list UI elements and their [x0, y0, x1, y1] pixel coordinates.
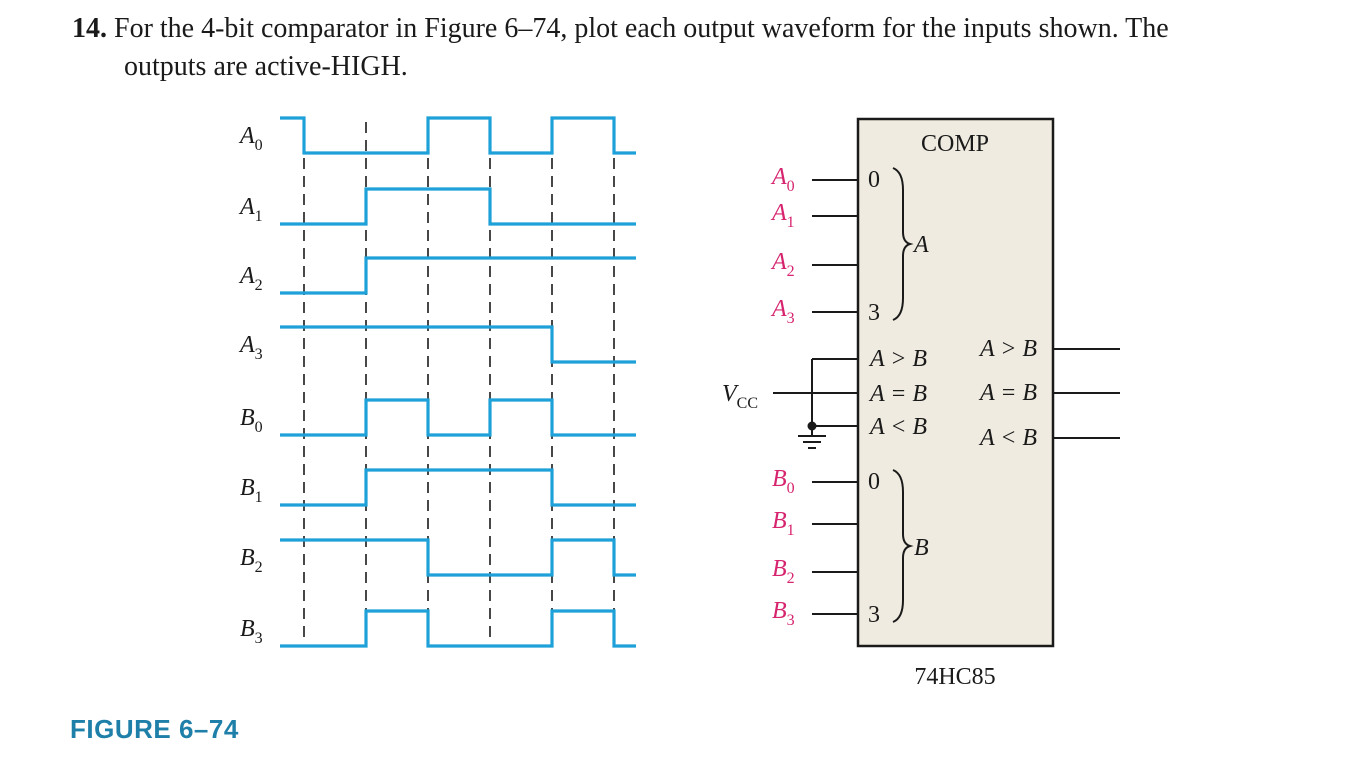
waveform-a3	[280, 325, 636, 364]
input-label-a1: A1	[770, 200, 795, 231]
problem-statement: 14. For the 4-bit comparator in Figure 6…	[72, 10, 1312, 86]
waveform-a2	[280, 256, 636, 295]
waveform-label-b3: B3	[240, 616, 263, 647]
a-group-label: A	[912, 232, 929, 258]
cascade-input-gt: A > B	[868, 346, 927, 372]
input-label-b0: B0	[772, 466, 795, 497]
input-label-a3: A3	[770, 296, 795, 327]
junction-dot	[807, 421, 817, 431]
figure-caption: FIGURE 6–74	[70, 714, 239, 744]
waveform-label-b1: B1	[240, 475, 263, 506]
comparator-chip-body	[856, 117, 1055, 648]
vcc-label: VCC	[722, 381, 758, 412]
a-group-brace	[892, 167, 914, 321]
waveform-label-a3: A3	[238, 332, 263, 363]
waveform-a1	[280, 187, 636, 226]
cascade-input-eq: A = B	[868, 381, 927, 407]
problem-text-line1: For the 4-bit comparator in Figure 6–74,…	[114, 13, 1169, 44]
chip-part-number: 74HC85	[914, 664, 995, 690]
b-group-label: B	[914, 535, 929, 561]
b-group-brace	[892, 469, 914, 623]
waveform-label-a0: A0	[238, 123, 263, 154]
cascade-input-lt: A < B	[868, 414, 927, 440]
output-label-eq: A = B	[978, 380, 1037, 406]
waveform-b2	[280, 538, 636, 577]
b-bit-low-label: 0	[868, 469, 880, 495]
input-label-a0: A0	[770, 164, 795, 195]
input-label-b1: B1	[772, 508, 795, 539]
waveform-b0	[280, 398, 636, 437]
problem-text-line2: outputs are active-HIGH.	[124, 51, 408, 82]
chip-title: COMP	[921, 131, 989, 157]
input-label-b2: B2	[772, 556, 795, 587]
a-bit-low-label: 0	[868, 167, 880, 193]
output-label-gt: A > B	[978, 336, 1037, 362]
waveform-b3	[280, 609, 636, 648]
problem-number: 14.	[72, 13, 107, 44]
a-bit-high-label: 3	[868, 300, 880, 326]
waveform-label-a2: A2	[238, 263, 263, 294]
waveform-label-b0: B0	[240, 405, 263, 436]
b-bit-high-label: 3	[868, 602, 880, 628]
waveform-a0	[280, 116, 636, 155]
output-label-lt: A < B	[978, 425, 1037, 451]
input-label-a2: A2	[770, 249, 795, 280]
input-label-b3: B3	[772, 598, 795, 629]
comparator-circuit: COMP 74HC85 0 3 A 0 3 B A > B A = B A < …	[722, 117, 1120, 690]
waveform-b1	[280, 468, 636, 507]
waveform-label-b2: B2	[240, 545, 263, 576]
waveform-label-a1: A1	[238, 194, 263, 225]
